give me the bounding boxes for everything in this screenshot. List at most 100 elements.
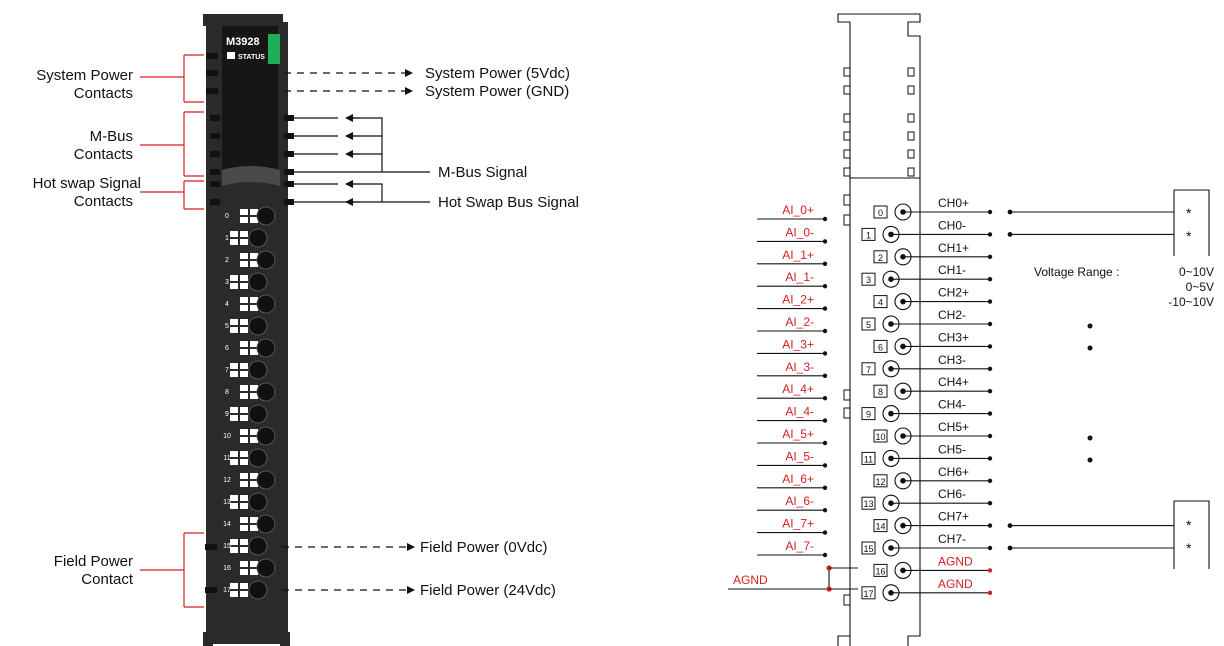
module-foot-right: [280, 632, 290, 646]
terminal-number: 17: [223, 587, 231, 594]
terminal-box: [861, 586, 876, 600]
system-contact-pin: [206, 88, 218, 94]
ai-label: AI_5-: [785, 449, 814, 463]
hotswap-contact-pin-right: [284, 181, 294, 187]
ch-wire-end: [987, 590, 993, 595]
field-power-contact-line2: Contact: [81, 571, 134, 588]
hotswap-bracket: [348, 183, 383, 202]
outline-notch: [907, 67, 915, 77]
terminal-box: [873, 384, 888, 398]
ai-wire-end: [822, 306, 828, 311]
terminal-number-label: 17: [863, 589, 873, 599]
outline-notch: [843, 85, 851, 95]
module-outline-path: [837, 13, 921, 646]
terminal-number: 2: [225, 257, 229, 264]
hotswap-contact-pin: [210, 199, 220, 205]
ch-label: CH7+: [938, 510, 969, 524]
terminal-box: [861, 496, 876, 510]
bracket-field-power: [140, 532, 204, 608]
ai-wire-end: [822, 216, 828, 222]
ai-label: AI_1-: [785, 270, 814, 284]
field-power-contact-line1: Field Power: [54, 553, 133, 570]
agnd-left-line: [728, 568, 830, 590]
ellipsis-dot: [1087, 435, 1093, 441]
hot-swap-signal-label: Hot Swap Bus Signal: [438, 194, 579, 211]
terminal-number: 8: [225, 389, 229, 396]
ch-wire-end: [987, 277, 993, 282]
ch-wire-end: [987, 478, 993, 483]
ai-wire-end: [822, 440, 828, 446]
terminal-wire-hole: [248, 360, 268, 380]
ai-wire-end: [822, 351, 828, 356]
ch-wire-end: [987, 501, 993, 506]
ai-wire-end: [822, 284, 828, 289]
ai-label: AI_7-: [785, 539, 814, 553]
ai-wire-end: [822, 552, 828, 558]
system-power-5v-label: System Power (5Vdc): [425, 65, 570, 82]
voltage-range-0-5v: 0~5V: [1186, 280, 1214, 294]
terminal-number: 4: [225, 301, 229, 308]
terminal-box: [873, 429, 888, 443]
ai-label: AI_1+: [782, 248, 814, 262]
terminal-number: 5: [225, 323, 229, 330]
system-power-contacts-line2: Contacts: [74, 85, 133, 102]
outline-notch: [907, 113, 915, 123]
ch-wire-end: [987, 411, 993, 416]
terminal-box: [873, 250, 888, 264]
outline-notch: [907, 149, 915, 159]
outline-notch: [907, 85, 915, 95]
mbus-contact-pin: [210, 169, 220, 175]
mbus-arrows: [348, 117, 383, 172]
terminal-number: 0: [225, 213, 229, 220]
mbus-contact-pin-right: [284, 133, 294, 139]
field-power-pin: [205, 544, 217, 550]
ellipsis-dot: [1087, 457, 1093, 463]
terminal-box: [873, 205, 888, 219]
terminal-box: [873, 563, 888, 577]
outline-notch: [843, 389, 851, 401]
ch-label: CH4-: [938, 398, 966, 412]
ai-wire-end: [822, 485, 828, 490]
status-led: [268, 34, 280, 64]
status-label: STATUS: [238, 54, 265, 61]
terminal-number: 15: [223, 543, 231, 550]
terminal-number-label: 11: [864, 454, 873, 464]
bracket-hot-swap: [140, 180, 204, 210]
outline-notch: [843, 194, 851, 206]
ai-label: AI_6+: [782, 472, 814, 486]
mbus-contacts-line2: Contacts: [74, 146, 133, 163]
hotswap-contact-pin-right: [284, 199, 294, 205]
bracket-system-power: [140, 54, 204, 103]
mbus-contact-pin-right: [284, 169, 294, 175]
hot-swap-contacts-line2: Contacts: [74, 193, 133, 210]
terminal-wire-hole: [256, 294, 276, 314]
terminal-number-label: 0: [878, 208, 883, 218]
ch-wire-end: [987, 545, 993, 551]
outline-notch: [907, 131, 915, 141]
module-model-label: M3928: [226, 36, 260, 48]
terminal-number-label: 7: [866, 365, 871, 375]
ai-label: AI_0-: [785, 225, 814, 239]
signal-lines: [282, 69, 430, 594]
ch-wire-end: [987, 232, 993, 237]
ch-label: CH1+: [938, 241, 969, 255]
wiring-rows: AI_0+AI_0-AI_1+AI_1-AI_2+AI_2-AI_3+AI_3-…: [757, 196, 1174, 602]
terminal-wire-hole: [248, 536, 268, 556]
ellipsis-dot: [1087, 345, 1093, 351]
ch-wire-end: [987, 568, 993, 573]
ch-wire-end: [987, 523, 993, 528]
agnd-left-wiring: [728, 565, 858, 592]
outline-notch: [843, 594, 851, 606]
terminal-number-label: 14: [875, 522, 885, 532]
ai-wire-end: [822, 373, 828, 378]
ai-label: AI_4-: [785, 405, 814, 419]
terminal-number: 13: [223, 499, 231, 506]
terminal-wire-hole: [256, 558, 276, 578]
terminal-wire-hole: [256, 206, 276, 226]
ch-label: CH1-: [938, 263, 966, 277]
terminal-number-label: 1: [866, 230, 871, 240]
terminal-number-label: 4: [878, 298, 883, 308]
ch-wire-end: [987, 433, 993, 439]
ai-wire-end: [822, 530, 828, 535]
